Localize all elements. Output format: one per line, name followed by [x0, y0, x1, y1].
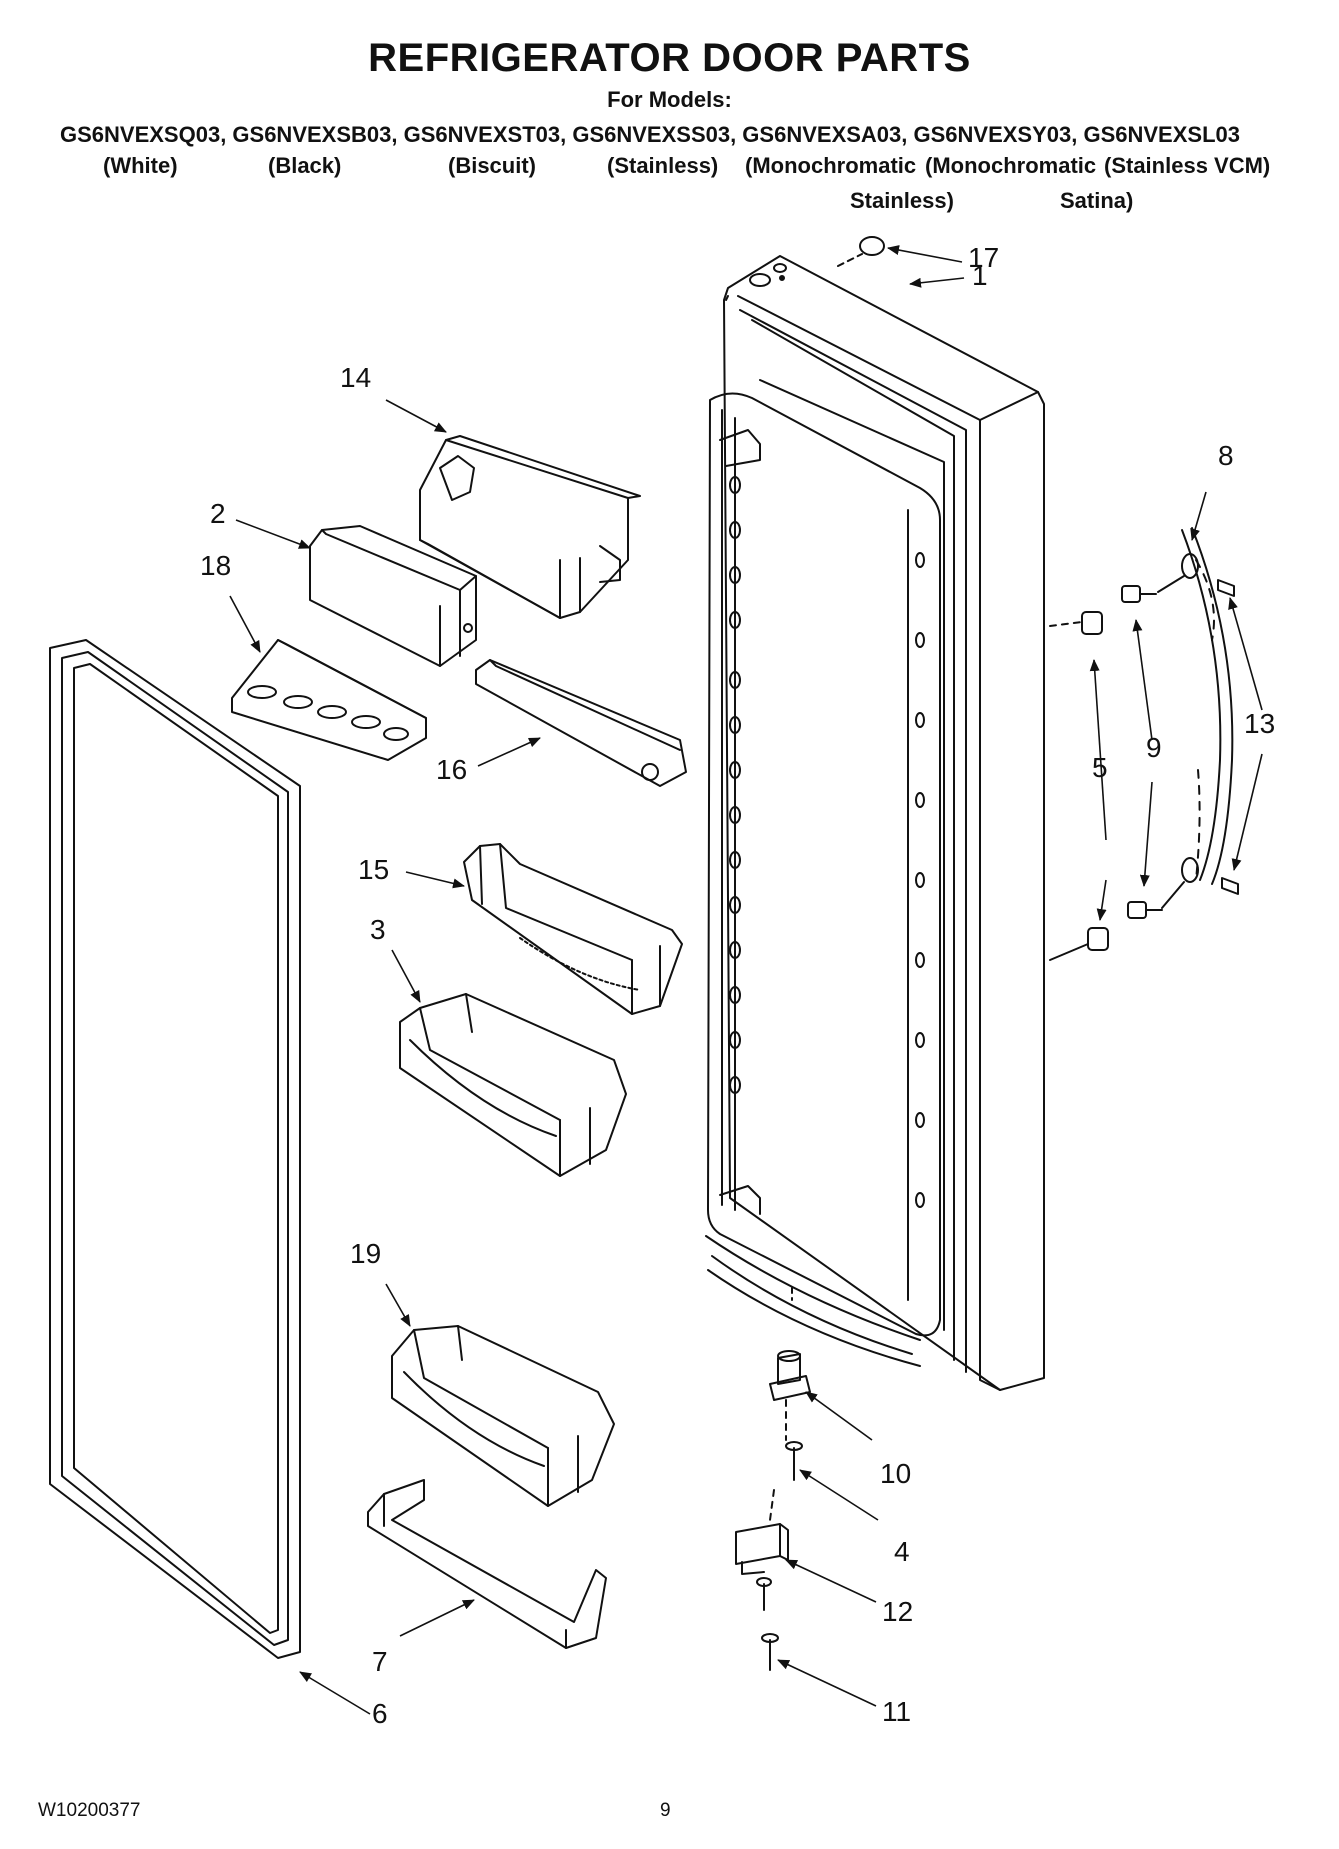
- callout-16: 16: [436, 754, 468, 785]
- model-numbers: GS6NVEXSQ03, GS6NVEXSB03, GS6NVEXST03, G…: [60, 122, 1240, 147]
- finish-monochromatic-satina: (Monochromatic: [925, 153, 1097, 178]
- door-outer: [723, 255, 1045, 1391]
- dairy-trim: [475, 659, 687, 787]
- callout-7: 7: [372, 1646, 388, 1677]
- finish-monochromatic-stainless: (Monochromatic: [745, 153, 917, 178]
- for-models-label: For Models:: [607, 87, 732, 112]
- document-code: W10200377: [38, 1800, 141, 1821]
- callout-4: 4: [894, 1536, 910, 1567]
- callout-18: 18: [200, 550, 232, 581]
- callout-13: 13: [1244, 708, 1276, 739]
- callout-15: 15: [358, 854, 390, 885]
- callout-5: 5: [1092, 752, 1108, 783]
- callout-6: 6: [372, 1698, 388, 1729]
- page-number: 9: [660, 1800, 671, 1821]
- dairy-compartment-door: [419, 435, 641, 619]
- callout-3: 3: [370, 914, 386, 945]
- finish-line2-stainless: Stainless): [850, 188, 954, 213]
- hinge-hardware: [735, 1287, 811, 1671]
- callout-8: 8: [1218, 440, 1234, 471]
- door-liner: [705, 392, 941, 1367]
- callout-19: 19: [350, 1238, 382, 1269]
- door-handle-assembly: [1049, 527, 1239, 961]
- door-cap: [859, 236, 885, 256]
- callout-14: 14: [340, 362, 372, 393]
- door-bin-15: [463, 843, 683, 1015]
- callout-12: 12: [882, 1596, 914, 1627]
- finish-line2-satina: Satina): [1060, 188, 1134, 213]
- liner-notches: [729, 476, 925, 1208]
- finish-biscuit: (Biscuit): [448, 153, 536, 178]
- callout-arrows: [229, 245, 1263, 1715]
- callout-2: 2: [210, 498, 226, 529]
- door-gasket: [49, 639, 301, 1659]
- finish-stainless-vcm: (Stainless VCM): [1104, 153, 1271, 178]
- callout-10: 10: [880, 1458, 912, 1489]
- egg-tray: [231, 639, 427, 761]
- finish-black: (Black): [268, 153, 342, 178]
- callout-9: 9: [1146, 732, 1162, 763]
- callout-17: 17: [968, 242, 1000, 273]
- page-title: REFRIGERATOR DOOR PARTS: [368, 36, 971, 80]
- door-bin-7: [367, 1479, 607, 1649]
- dairy-compartment: [309, 525, 477, 667]
- finish-white: (White): [103, 153, 178, 178]
- callout-11: 11: [882, 1696, 912, 1727]
- door-bin-19: [391, 1325, 615, 1507]
- callout-1: 1: [972, 260, 988, 291]
- finish-stainless: (Stainless): [607, 153, 719, 178]
- door-bin-3: [399, 993, 627, 1177]
